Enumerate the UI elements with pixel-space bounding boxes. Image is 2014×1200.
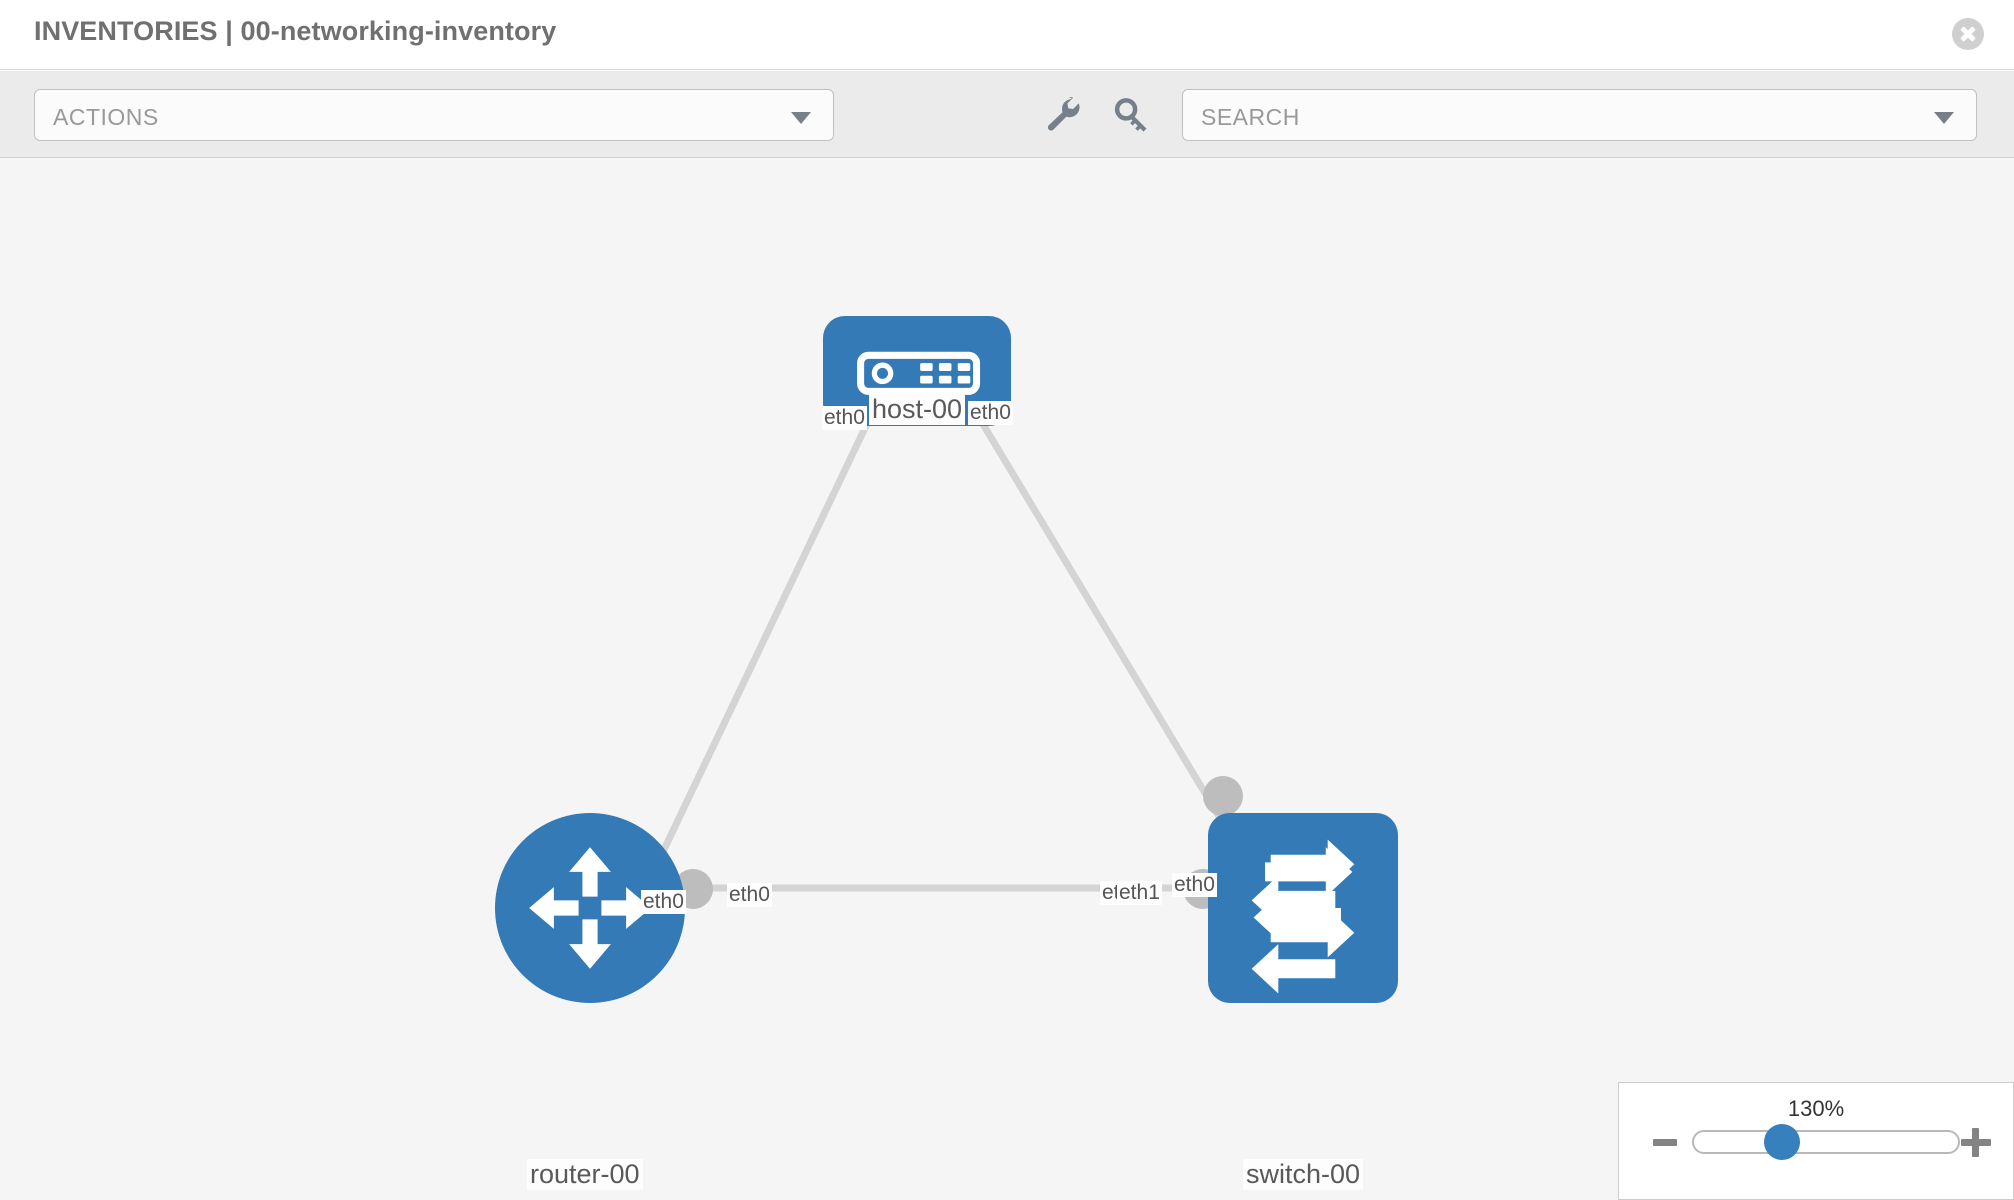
switch-icon bbox=[1251, 839, 1355, 994]
key-icon[interactable] bbox=[1112, 95, 1154, 135]
node-label-host: host-00 bbox=[869, 394, 966, 425]
actions-dropdown[interactable]: ACTIONS bbox=[34, 89, 834, 141]
node-label-switch: switch-00 bbox=[1243, 1159, 1364, 1190]
actions-dropdown-label: ACTIONS bbox=[53, 104, 159, 130]
zoom-control-panel: 130% bbox=[1618, 1082, 2014, 1200]
minus-icon[interactable] bbox=[1651, 1127, 1681, 1157]
iface-label-router-right: eth0 bbox=[727, 883, 772, 907]
wrench-icon[interactable] bbox=[1043, 95, 1085, 135]
connector-knob-switch-top[interactable] bbox=[1203, 776, 1243, 816]
topology-canvas[interactable]: host-00 eth0 eth0 router-00 eth0 eth0 bbox=[0, 158, 2014, 1200]
link-host-router bbox=[656, 382, 889, 862]
link-host-switch bbox=[956, 382, 1242, 852]
zoom-slider-track[interactable] bbox=[1692, 1130, 1960, 1154]
chevron-down-icon bbox=[791, 112, 811, 124]
topology-links bbox=[656, 382, 1242, 892]
iface-label-switch-up: eth0 bbox=[1172, 873, 1217, 897]
iface-label-router-up: eth0 bbox=[641, 890, 686, 914]
close-icon[interactable] bbox=[1952, 18, 1984, 50]
router-icon bbox=[529, 847, 651, 969]
chevron-down-icon bbox=[1934, 112, 1954, 124]
search-input[interactable]: SEARCH bbox=[1182, 89, 1977, 141]
zoom-level-value: 130% bbox=[1787, 1096, 1845, 1121]
iface-label-host-left: eth0 bbox=[822, 406, 867, 430]
node-switch-00[interactable] bbox=[1208, 813, 1398, 1003]
iface-label-switch-left: eth1 bbox=[1117, 881, 1162, 905]
toolbar: ACTIONS SEARCH bbox=[0, 71, 2014, 158]
search-placeholder: SEARCH bbox=[1201, 104, 1300, 130]
zoom-slider-thumb[interactable] bbox=[1764, 1124, 1800, 1160]
plus-icon[interactable] bbox=[1961, 1127, 1991, 1157]
server-icon bbox=[857, 351, 981, 395]
node-label-router: router-00 bbox=[527, 1159, 643, 1190]
key-icon-svg bbox=[1114, 98, 1147, 132]
page-header: INVENTORIES | 00-networking-inventory bbox=[0, 0, 2014, 70]
iface-label-host-right: eth0 bbox=[968, 401, 1013, 425]
page-title: INVENTORIES | 00-networking-inventory bbox=[34, 16, 557, 46]
wrench-icon-svg bbox=[1047, 97, 1080, 131]
